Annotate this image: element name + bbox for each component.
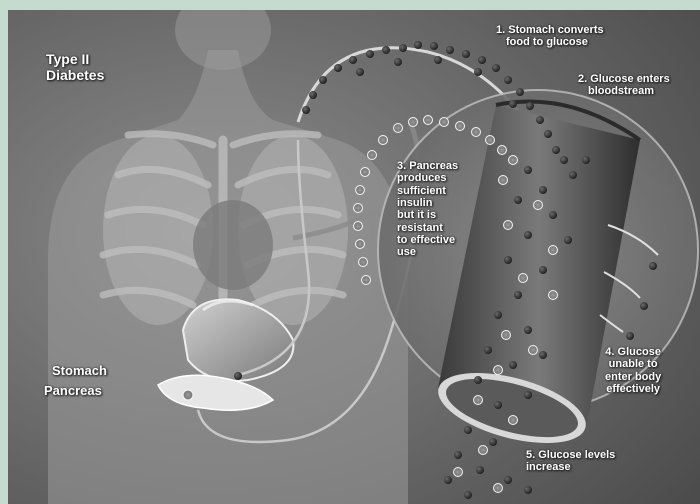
step-2-label: 2. Glucose enters bloodstream — [578, 73, 670, 98]
heart-shape — [193, 200, 273, 290]
step-label-line: sufficient — [397, 185, 458, 197]
title-line: Diabetes — [46, 68, 104, 84]
step-label-line: unable to — [605, 358, 661, 370]
step-label-line: but it is — [397, 209, 458, 221]
step-label-line: to effective — [397, 234, 458, 246]
step-label-line: food to glucose — [496, 36, 604, 48]
step-label-line: 5. Glucose levels — [526, 449, 615, 461]
step-label-line: enter body — [605, 371, 661, 383]
step-label-line: increase — [526, 461, 615, 473]
step-label-line: insulin — [397, 197, 458, 209]
step-label-line: resistant — [397, 222, 458, 234]
pancreas-label: Pancreas — [44, 384, 102, 399]
title-line: Type II — [46, 52, 104, 68]
step-3-label: 3. Pancreas produces sufficient insulin … — [397, 160, 458, 259]
step-label-line: produces — [397, 172, 458, 184]
step-5-label: 5. Glucose levels increase — [526, 449, 615, 474]
step-label-line: effectively — [605, 383, 661, 395]
organ-label-text: Pancreas — [44, 384, 102, 399]
diagram-title: Type II Diabetes — [46, 52, 104, 83]
step-label-line: 2. Glucose enters — [578, 73, 670, 85]
step-4-label: 4. Glucose unable to enter body effectiv… — [605, 346, 661, 395]
organ-label-text: Stomach — [52, 364, 107, 379]
step-label-line: 1. Stomach converts — [496, 24, 604, 36]
stomach-label: Stomach — [52, 364, 107, 379]
step-label-line: bloodstream — [578, 85, 670, 97]
step-label-line: use — [397, 246, 458, 258]
step-label-line: 3. Pancreas — [397, 160, 458, 172]
step-1-label: 1. Stomach converts food to glucose — [496, 24, 604, 49]
step-label-line: 4. Glucose — [605, 346, 661, 358]
